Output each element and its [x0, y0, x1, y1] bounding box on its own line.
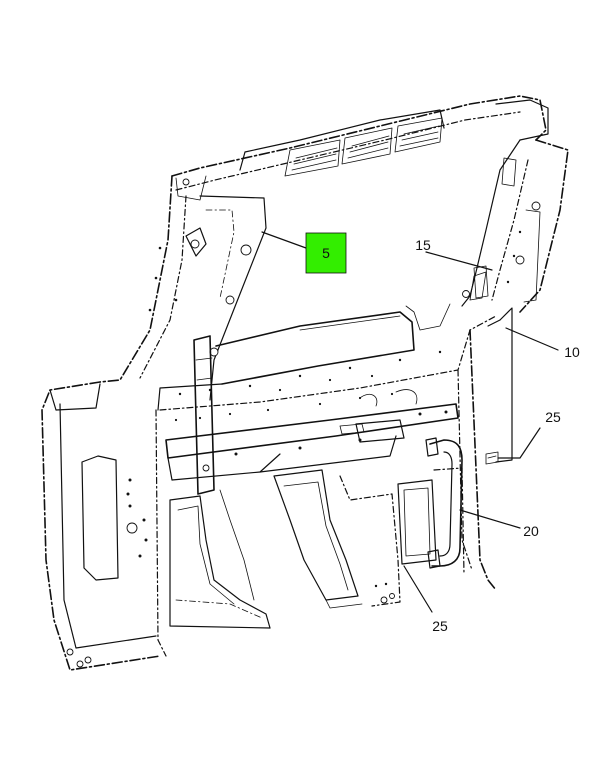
callout-20-label: 20 [523, 523, 539, 539]
callout-20[interactable]: 20 [523, 523, 539, 539]
callout-5-label: 5 [322, 245, 330, 261]
cross-bar [165, 403, 459, 481]
roof-header [171, 95, 549, 201]
right-lower-panel [397, 467, 465, 575]
back-panel [41, 329, 497, 671]
callout-15-label: 15 [415, 237, 431, 253]
left-pillar [99, 175, 267, 401]
callout-25-upper[interactable]: 25 [545, 409, 561, 425]
right-pillar [461, 139, 569, 463]
callout-10-label: 10 [564, 344, 580, 360]
callouts: 5 10 15 20 25 25 [305, 232, 580, 634]
center-duct [273, 469, 401, 609]
lower-left-duct [169, 489, 271, 629]
callout-15[interactable]: 15 [415, 237, 431, 253]
callout-25-upper-label: 25 [545, 409, 561, 425]
callout-10[interactable]: 10 [564, 344, 580, 360]
callout-5-highlight [305, 232, 347, 274]
callout-25-lower[interactable]: 25 [432, 618, 448, 634]
callout-25-lower-label: 25 [432, 618, 448, 634]
vertical-brace [193, 335, 215, 495]
callout-5[interactable]: 5 [305, 232, 347, 274]
upper-sill [157, 303, 497, 411]
grab-handle [425, 437, 463, 569]
leader-lines [261, 231, 559, 613]
upper-bracket [485, 451, 499, 465]
cab-assembly-drawing [41, 95, 569, 671]
